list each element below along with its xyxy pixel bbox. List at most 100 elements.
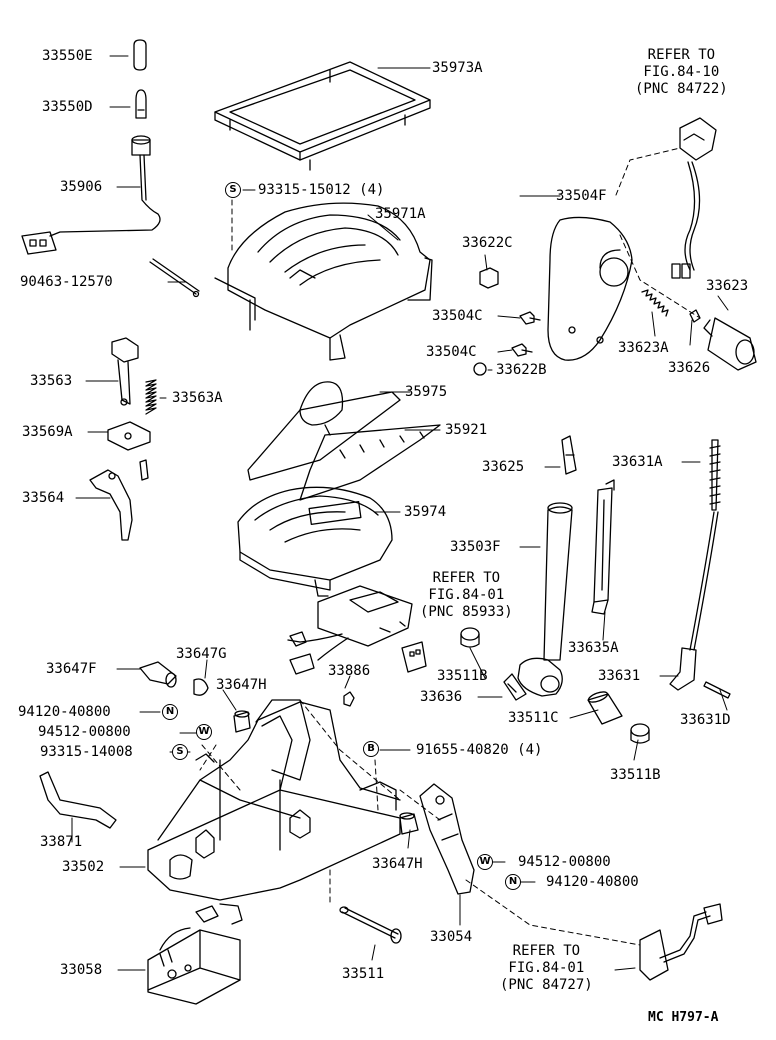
connector-84722 [671, 117, 717, 279]
label-94512-00800-bottom: 94512-00800 [518, 854, 611, 870]
bushing-33647h-1 [233, 710, 251, 733]
label-93315-15012: 93315-15012 (4) [258, 182, 385, 198]
dashed-lines [199, 147, 701, 946]
label-35973a: 35973A [432, 60, 483, 76]
label-33622b: 33622B [496, 362, 547, 378]
label-33564: 33564 [22, 490, 65, 506]
label-35971a: 35971A [375, 206, 426, 222]
label-33626: 33626 [668, 360, 711, 376]
boot-35975 [247, 381, 401, 481]
washer-33626 [689, 309, 701, 323]
label-33563: 33563 [30, 373, 73, 389]
symbol-n-94120-top: N [162, 704, 178, 720]
plate-35921 [299, 424, 441, 501]
label-33511c: 33511C [508, 710, 559, 726]
rod-33631a [709, 439, 721, 511]
sensor-84727 [639, 903, 723, 981]
label-33636: 33636 [420, 689, 463, 705]
screw-33504c-2 [511, 343, 533, 357]
label-33569a: 33569A [22, 424, 73, 440]
label-33503f: 33503F [450, 539, 501, 555]
label-33623a: 33623A [618, 340, 669, 356]
label-94512-00800-top: 94512-00800 [38, 724, 131, 740]
bulb-33550d [135, 89, 147, 119]
label-33563a: 33563A [172, 390, 223, 406]
bolt-33511 [339, 906, 402, 944]
label-33511b-2: 33511B [610, 767, 661, 783]
label-93315-14008: 93315-14008 [40, 744, 133, 760]
label-33623: 33623 [706, 278, 749, 294]
housing-35974 [237, 486, 393, 597]
screw-33504c-1 [519, 311, 541, 325]
cable-33631 [669, 511, 719, 691]
reference-fig-84-01-85933: REFER TO FIG.84-01 (PNC 85933) [420, 570, 513, 621]
label-90463-12570: 90463-12570 [20, 274, 113, 290]
lever-33054 [419, 783, 475, 895]
label-33625: 33625 [482, 459, 525, 475]
bulb-33550e [133, 39, 147, 71]
ring-33647g [193, 678, 209, 696]
bushing-33647h-2 [399, 812, 419, 835]
label-33647h-1: 33647H [216, 677, 267, 693]
rod-33635a [591, 479, 615, 615]
label-33871: 33871 [40, 834, 83, 850]
label-33504f: 33504F [556, 188, 607, 204]
lever-33564 [89, 469, 133, 541]
screw-33569 [139, 459, 149, 481]
label-33886: 33886 [328, 663, 371, 679]
label-91655-40820: 91655-40820 (4) [416, 742, 543, 758]
label-33631: 33631 [598, 668, 641, 684]
reference-fig-84-10: REFER TO FIG.84-10 (PNC 84722) [635, 47, 728, 98]
label-35906: 35906 [60, 179, 103, 195]
socket-35906 [21, 135, 161, 255]
label-35975: 35975 [405, 384, 448, 400]
reference-line: REFER TO [432, 570, 501, 586]
label-33647h-2: 33647H [372, 856, 423, 872]
label-33631d: 33631D [680, 712, 731, 728]
housing-35971a [214, 202, 433, 361]
symbol-b-91655: B [363, 741, 379, 757]
bushing-33511b-2 [630, 723, 650, 744]
bracket-33569a [107, 421, 151, 451]
label-33631a: 33631A [612, 454, 663, 470]
label-94120-40800-top: 94120-40800 [18, 704, 111, 720]
switch-33058 [147, 903, 243, 1005]
reference-line: REFER TO [647, 47, 716, 63]
label-33504c-2: 33504C [426, 344, 477, 360]
bushing-33511b-1 [460, 627, 480, 648]
module-85933 [287, 585, 427, 675]
reference-line: FIG.84-01 [508, 960, 585, 976]
cap-33622c [479, 267, 499, 289]
screw-33886 [343, 691, 355, 707]
label-33502: 33502 [62, 859, 105, 875]
label-94120-40800-bottom: 94120-40800 [546, 874, 639, 890]
label-35921: 35921 [445, 422, 488, 438]
frame-35973a [214, 61, 431, 171]
reference-line: REFER TO [512, 943, 581, 959]
label-33504c-1: 33504C [432, 308, 483, 324]
reference-fig-84-01-84727: REFER TO FIG.84-01 (PNC 84727) [500, 943, 593, 994]
label-33511b-1: 33511B [437, 668, 488, 684]
reference-line: (PNC 84727) [500, 977, 593, 993]
symbol-n-94120-bottom: N [505, 874, 521, 890]
reference-line: FIG.84-01 [428, 587, 505, 603]
tube-33503f [517, 502, 573, 697]
bushing-33511c [587, 691, 623, 725]
clip-33636 [503, 673, 527, 701]
symbol-w-94512-bottom: W [477, 854, 493, 870]
reference-line: (PNC 85933) [420, 604, 513, 620]
solenoid-33623 [703, 317, 757, 371]
bracket-33871 [39, 771, 117, 829]
symbol-s-93315-15012: S [225, 182, 241, 198]
label-33550d: 33550D [42, 99, 93, 115]
label-33550e: 33550E [42, 48, 93, 64]
symbol-w-94512-top: W [196, 724, 212, 740]
spring-33623a [641, 289, 669, 317]
clip-33625 [561, 435, 577, 475]
label-33622c: 33622C [462, 235, 513, 251]
reference-line: (PNC 84722) [635, 81, 728, 97]
pin-33647f [139, 661, 177, 688]
label-35974: 35974 [404, 504, 447, 520]
